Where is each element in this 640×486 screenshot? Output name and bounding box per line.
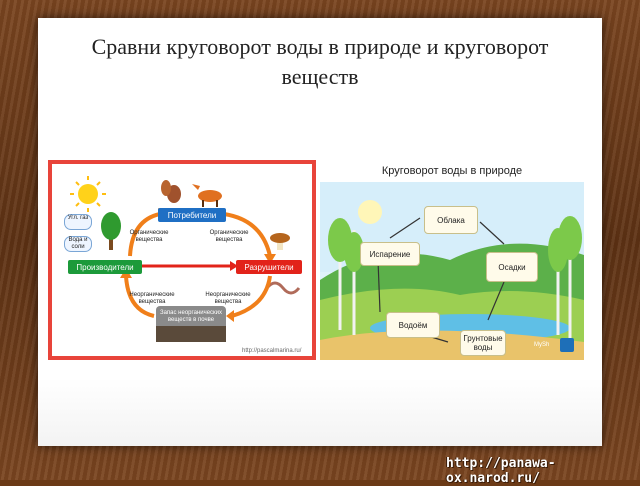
substance-cycle-diagram: Потребители Производители Разрушители Ор… bbox=[48, 160, 316, 360]
logo-icon bbox=[560, 338, 574, 352]
water-salts-bubble: Вода и соли bbox=[64, 236, 92, 252]
organic-right-label: Органические вещества bbox=[209, 230, 249, 243]
inorganic-left-label: Неорганические вещества bbox=[129, 292, 175, 305]
water-body-box: Водоём bbox=[386, 312, 440, 338]
tree-icon bbox=[101, 212, 121, 250]
mushroom-icon bbox=[270, 233, 290, 250]
decomposers-label: Разрушители bbox=[236, 260, 302, 274]
sun-icon bbox=[70, 176, 106, 212]
inorganic-right-label: Неорганические вещества bbox=[205, 292, 251, 305]
sun-icon bbox=[358, 200, 382, 224]
cycle-arrows bbox=[124, 212, 272, 318]
producers-label: Производители bbox=[68, 260, 142, 274]
gas-bubble: Угл. газ bbox=[64, 214, 92, 230]
substance-cycle-art bbox=[70, 176, 301, 342]
evaporation-box: Испарение bbox=[360, 242, 420, 266]
soil-stock-label: Запас неорганических веществ в почве bbox=[159, 310, 223, 323]
substance-cycle-canvas: Потребители Производители Разрушители Ор… bbox=[52, 164, 312, 356]
slide-title-line-1: Сравни круговорот воды в природе и круго… bbox=[91, 34, 549, 59]
site-url: http://panawa-ox.narod.ru/ bbox=[446, 456, 556, 486]
precipitation-box: Осадки bbox=[486, 252, 538, 282]
water-cycle-arrows bbox=[377, 217, 505, 343]
squirrel-icon bbox=[161, 180, 181, 203]
left-source-watermark: http://pascalmarina.ru/ bbox=[242, 348, 302, 354]
consumers-label: Потребители bbox=[158, 208, 226, 222]
slide-bottom-band bbox=[38, 378, 602, 446]
slide-title-line-2: веществ bbox=[281, 64, 359, 89]
fox-icon bbox=[192, 184, 222, 207]
clouds-box: Облака bbox=[424, 206, 478, 234]
water-cycle-title: Круговорот воды в природе bbox=[320, 160, 584, 182]
slide-title: Сравни круговорот воды в природе и круго… bbox=[38, 32, 602, 92]
right-watermark: MySh bbox=[534, 342, 550, 348]
groundwater-box: Грунтовые воды bbox=[460, 330, 506, 356]
water-cycle-diagram: Круговорот воды в природе Облака Испарен… bbox=[320, 160, 584, 360]
worm-icon bbox=[265, 281, 301, 295]
organic-left-label: Органические вещества bbox=[129, 230, 169, 243]
